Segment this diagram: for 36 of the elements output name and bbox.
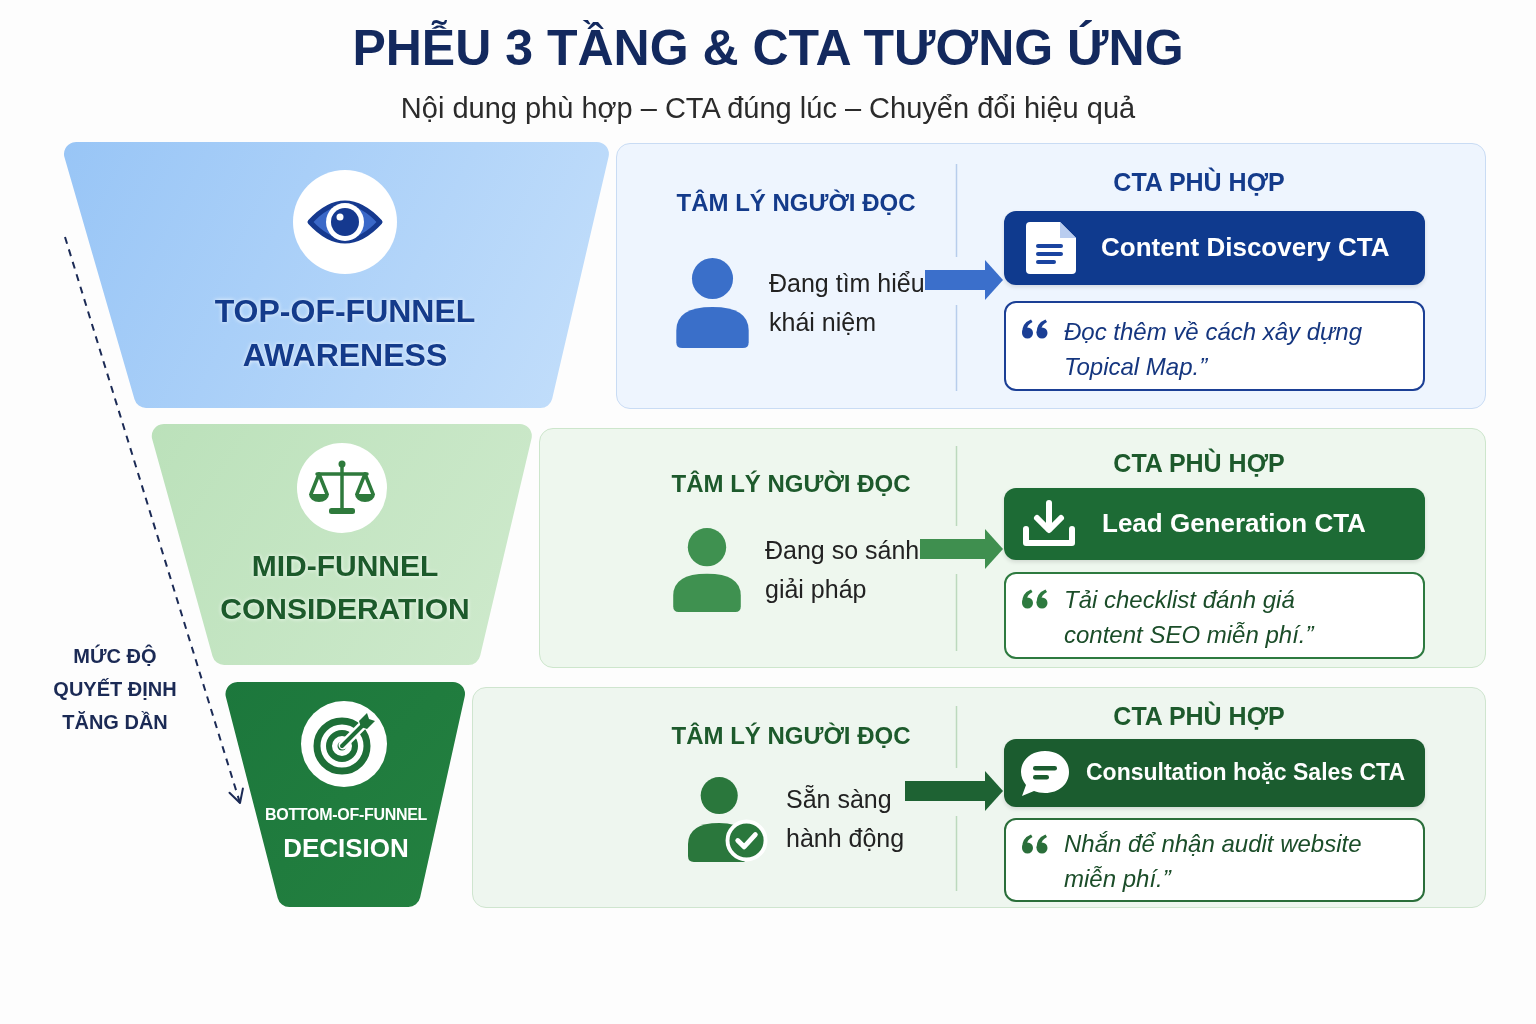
row-panel	[472, 687, 1486, 908]
quote-box	[1004, 301, 1425, 391]
stage-title: BOTTOM-OF-FUNNEL	[265, 805, 427, 825]
stage-name: CONSIDERATION	[220, 591, 470, 627]
column-heading: CTA PHÙ HỢP	[1113, 701, 1285, 731]
stage-title: TOP-OF-FUNNEL	[214, 292, 476, 331]
stage-title: MID-FUNNEL	[251, 548, 439, 584]
quote-box	[1004, 818, 1425, 902]
quote-text: Đọc thêm về cách xây dựng Topical Map.”	[1064, 317, 1364, 382]
arrow	[905, 771, 1003, 811]
side-note: MỨC ĐỘ QUYẾT ĐỊNH TĂNG DẦN	[52, 643, 178, 735]
column-heading: CTA PHÙ HỢP	[1113, 167, 1285, 197]
column-heading: CTA PHÙ HỢP	[1113, 448, 1285, 478]
quote-box	[1004, 572, 1425, 659]
arrow	[920, 529, 1003, 569]
arrow	[925, 260, 1003, 300]
reader-state-text: Sẵn sàng hành động	[786, 784, 906, 854]
quote-text: Nhắn để nhận audit website miễn phí.”	[1064, 829, 1363, 894]
cta-banner	[1004, 211, 1425, 285]
row-panel	[539, 428, 1486, 668]
column-heading: TÂM LÝ NGƯỜI ĐỌC	[671, 721, 911, 751]
column-heading: TÂM LÝ NGƯỜI ĐỌC	[676, 188, 916, 218]
column-heading: TÂM LÝ NGƯỜI ĐỌC	[671, 469, 911, 499]
cta-title: Lead Generation CTA	[1102, 508, 1366, 540]
reader-state-text: Đang tìm hiểu khái niệm	[769, 268, 926, 338]
stage-name: AWARENESS	[242, 336, 448, 375]
reader-state-text: Đang so sánh giải pháp	[765, 535, 921, 605]
cta-banner	[1004, 739, 1425, 807]
cta-banner	[1004, 488, 1425, 560]
cta-title: Content Discovery CTA	[1101, 232, 1390, 264]
cta-title: Consultation hoặc Sales CTA	[1086, 759, 1406, 787]
stage-name: DECISION	[283, 832, 409, 865]
title: PHỄU 3 TẦNG & CTA TƯƠNG ỨNG	[352, 20, 1184, 76]
quote-text: Tải checklist đánh giá content SEO miễn phí.”	[1064, 585, 1316, 650]
row-panel	[616, 143, 1486, 409]
subtitle: Nội dung phù hợp – CTA đúng lúc – Chuyển đổi hiệu quả	[400, 91, 1136, 126]
